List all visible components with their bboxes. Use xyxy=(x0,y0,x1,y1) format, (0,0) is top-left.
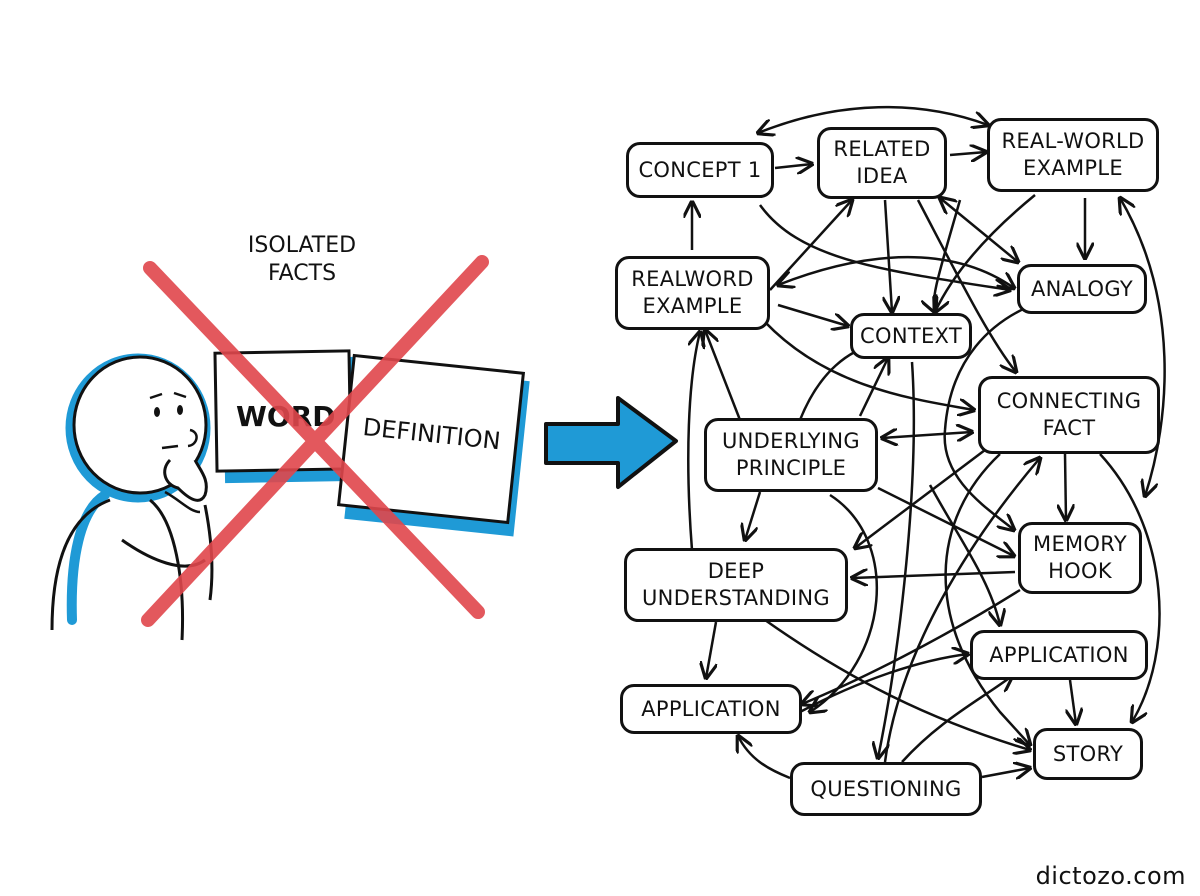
thinking-person-icon xyxy=(50,353,214,641)
node-real-world-example: REAL-WORLD EXAMPLE xyxy=(987,118,1159,192)
node-concept-1: CONCEPT 1 xyxy=(626,142,774,198)
node-application-left: APPLICATION xyxy=(620,684,802,734)
big-right-arrow-icon xyxy=(544,396,678,489)
site-watermark: dictozo.com xyxy=(1035,862,1186,890)
node-story: STORY xyxy=(1033,728,1143,780)
node-related-idea: RELATED IDEA xyxy=(817,127,947,199)
node-application-right: APPLICATION xyxy=(970,630,1148,680)
node-realword-example: REALWORD EXAMPLE xyxy=(615,256,770,330)
node-underlying-principle: UNDERLYING PRINCIPLE xyxy=(704,418,878,492)
node-analogy: ANALOGY xyxy=(1017,264,1147,314)
cross-out-icon xyxy=(141,255,489,627)
node-connecting-fact: CONNECTING FACT xyxy=(978,376,1160,454)
definition-card xyxy=(336,353,530,537)
node-memory-hook: MEMORY HOOK xyxy=(1018,522,1142,594)
node-questioning: QUESTIONING xyxy=(790,762,982,816)
node-deep-understanding: DEEP UNDERSTANDING xyxy=(624,548,848,622)
node-context: CONTEXT xyxy=(850,313,972,359)
isolated-facts-caption: ISOLATED FACTS xyxy=(247,233,357,286)
